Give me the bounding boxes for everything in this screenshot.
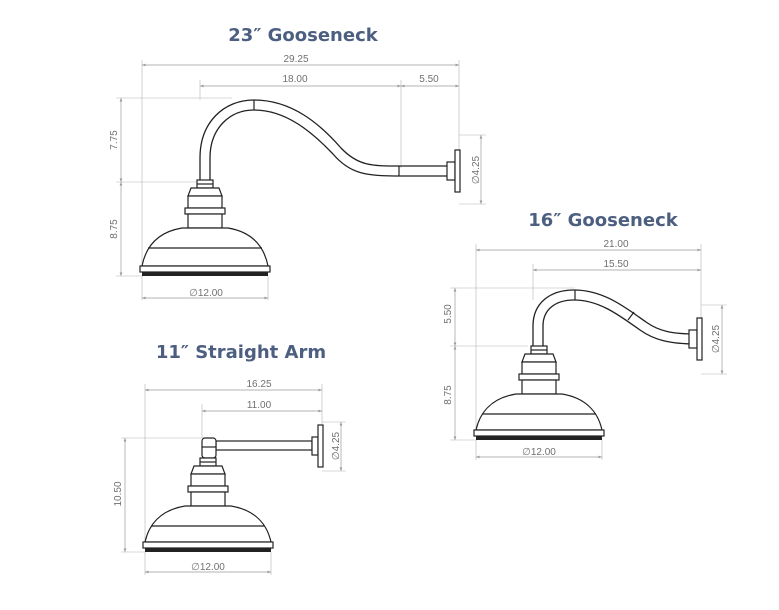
total-height-label: 10.50 <box>113 481 124 506</box>
wall-offset-label: 5.50 <box>419 74 439 85</box>
gooseneck-16-diagram: 16″ Gooseneck 21.00 15.50 5.50 8.75 ∅4.2… <box>443 210 727 460</box>
shade-diameter-label: ∅12.00 <box>189 288 223 299</box>
wall-backplate <box>688 317 703 361</box>
wall-backplate <box>311 424 324 468</box>
straight-arm-11-title: 11″ Straight Arm <box>156 342 326 363</box>
gooseneck-arm <box>199 99 455 180</box>
shade-diameter-label: ∅12.00 <box>522 447 556 458</box>
straight-arm <box>201 437 313 459</box>
arm-reach-label: 15.50 <box>603 259 628 270</box>
backplate-diameter-label: ∅4.25 <box>471 155 482 184</box>
barn-light-shade <box>142 457 274 552</box>
backplate-diameter-label: ∅4.25 <box>331 431 342 460</box>
shade-diameter-label: ∅12.00 <box>191 562 225 573</box>
arm-reach-label: 18.00 <box>282 74 307 85</box>
barn-light-shade <box>473 345 605 440</box>
overall-width-label: 16.25 <box>246 379 271 390</box>
straight-arm-11-diagram: 11″ Straight Arm 16.25 11.00 10.50 ∅4.25… <box>113 342 346 575</box>
arm-height-label: 7.75 <box>109 130 120 150</box>
gooseneck-arm <box>532 289 698 346</box>
arm-reach-label: 11.00 <box>247 400 272 411</box>
arm-height-label: 5.50 <box>443 304 454 324</box>
backplate-diameter-label: ∅4.25 <box>711 324 722 353</box>
overall-width-label: 29.25 <box>283 54 308 65</box>
shade-height-label: 8.75 <box>443 385 454 405</box>
barn-light-shade <box>139 179 271 276</box>
shade-height-label: 8.75 <box>109 219 120 239</box>
gooseneck-16-title: 16″ Gooseneck <box>528 210 678 231</box>
overall-width-label: 21.00 <box>603 239 628 250</box>
wall-backplate <box>446 149 461 193</box>
gooseneck-23-diagram: 23″ Gooseneck 29.25 18.00 5.50 7.75 8.75… <box>109 25 486 300</box>
gooseneck-23-title: 23″ Gooseneck <box>228 25 378 46</box>
